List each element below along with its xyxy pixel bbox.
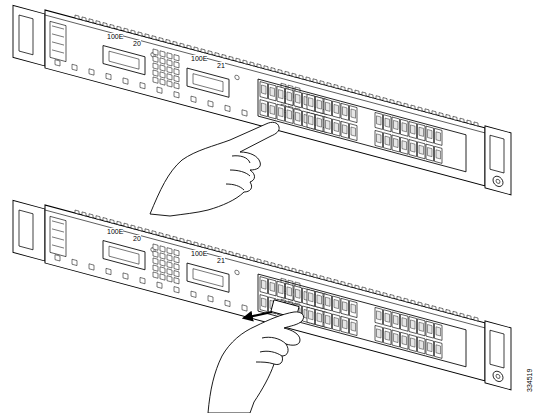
port-label: 100E [191,250,207,258]
hand [208,300,304,413]
port-label: 100E [107,33,123,41]
port-label: 21 [217,257,225,265]
figure-number: 334519 [526,369,534,392]
hand [150,122,279,216]
port-label: 100E [191,55,207,63]
port-label: 20 [133,40,141,48]
port-label: 100E [107,228,123,236]
line-card [13,0,511,195]
port-label: 21 [217,62,225,70]
port-label: 20 [133,235,141,243]
